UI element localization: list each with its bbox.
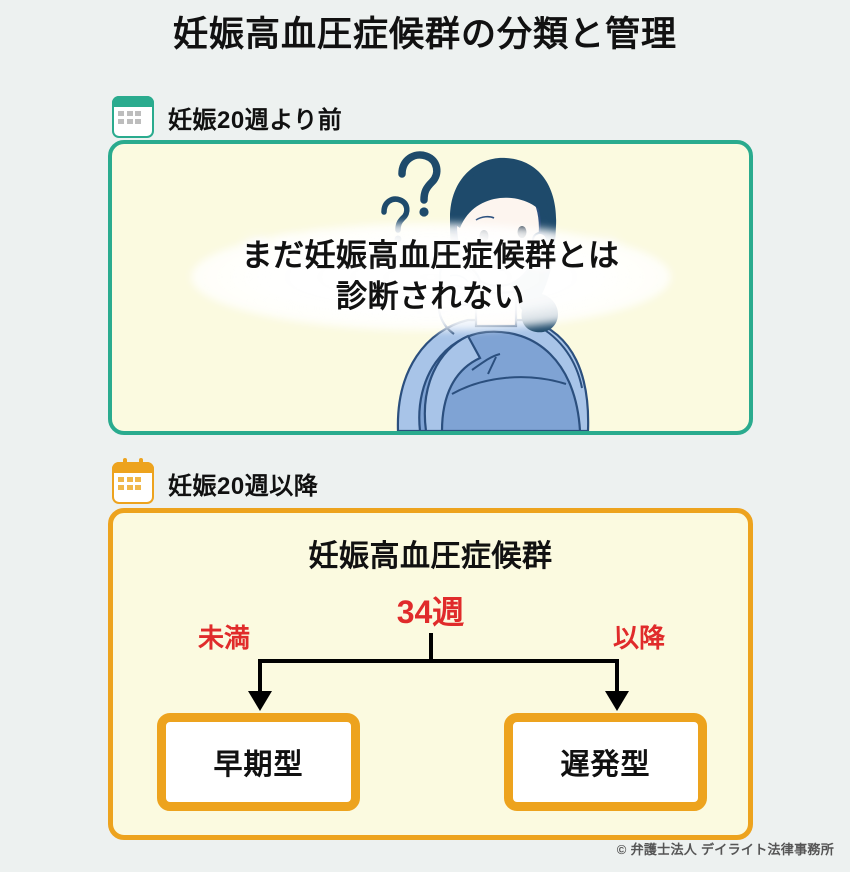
branch-left-condition-label: 未満 bbox=[198, 623, 251, 653]
footer-credit: © 弁護士法人 デイライト法律事務所 bbox=[616, 842, 834, 857]
panel-before-20-weeks: まだ妊娠高血圧症候群とは 診断されない bbox=[108, 140, 753, 435]
calendar-icon bbox=[112, 458, 154, 504]
section-heading-label-before: 妊娠20週より前 bbox=[168, 106, 343, 134]
section-header-before-20-weeks: 妊娠20週より前 bbox=[112, 96, 342, 138]
section-header-after-20-weeks: 妊娠20週以降 bbox=[112, 458, 319, 504]
diagnosis-message-line2: 診断されない bbox=[336, 278, 525, 314]
panel-after-20-weeks: 妊娠高血圧症候群 34週 未満 以降 早期型 遅発型 bbox=[108, 508, 753, 840]
page-title: 妊娠高血圧症候群の分類と管理 bbox=[172, 15, 677, 54]
diagnosis-message-line1: まだ妊娠高血圧症候群とは bbox=[241, 238, 620, 273]
glow-highlight bbox=[190, 222, 671, 331]
calendar-icon bbox=[112, 96, 154, 138]
branch-right-condition-label: 以降 bbox=[612, 623, 665, 653]
threshold-label: 34週 bbox=[396, 594, 465, 630]
section-heading-label-after: 妊娠20週以降 bbox=[168, 472, 319, 500]
flow-title: 妊娠高血圧症候群 bbox=[308, 540, 553, 573]
result-box-early-onset: 早期型 bbox=[157, 713, 360, 811]
diagnosis-message: まだ妊娠高血圧症候群とは 診断されない bbox=[112, 222, 749, 331]
result-box-late-onset: 遅発型 bbox=[504, 713, 707, 811]
